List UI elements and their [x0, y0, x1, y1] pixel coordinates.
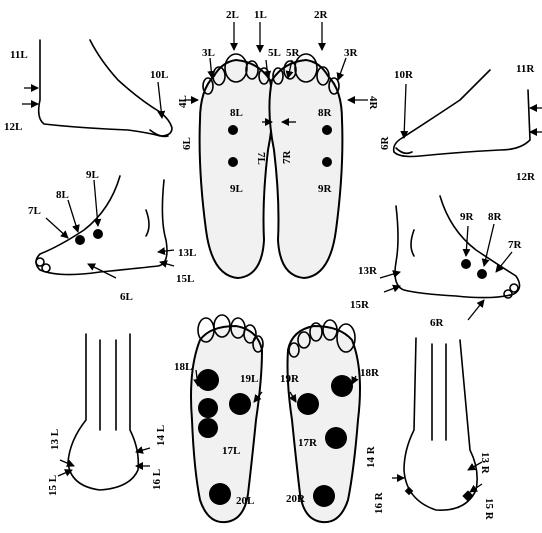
dorsal-feet-view: 2L 1L 2R 3L 5L 5R 3R 4L 4R 8L 8R 6L 6R 7…: [177, 9, 391, 278]
label-6R: 6R: [430, 317, 445, 329]
point-19L-dot: [229, 393, 251, 415]
label-20L: 20L: [236, 495, 254, 507]
label-13R-side: 13R: [358, 265, 378, 277]
label-18R: 18R: [360, 367, 380, 379]
label-2R: 2R: [314, 9, 329, 21]
label-9L: 9L: [86, 169, 99, 181]
point-8R-dot: [322, 125, 332, 135]
right-foot-lateral-view: 10R 11R 12R: [394, 63, 542, 183]
label-4L: 4L: [177, 95, 189, 108]
point-18R-dot: [331, 375, 353, 397]
left-foot-medial-view: 7L 8L 9L 6L 13L 15L: [28, 169, 196, 303]
left-foot-lateral-view: 11L 12L 10L: [4, 40, 172, 136]
plantar-feet-view: 18L 19L 19R 18R 17L 17R 20L 20R: [174, 315, 380, 522]
label-12L: 12L: [4, 121, 22, 133]
point-19R-dot: [297, 393, 319, 415]
right-foot-medial-view: 9R 8R 7R 6R 13R 15R: [350, 196, 523, 329]
label-14L: 14 L: [155, 425, 167, 446]
label-19L: 19L: [240, 373, 258, 385]
label-13L: 13 L: [49, 429, 61, 450]
point-17L-dot: [198, 418, 218, 438]
point-9R-side-dot: [461, 259, 471, 269]
label-11L: 11L: [10, 49, 28, 61]
point-8R-side-dot: [477, 269, 487, 279]
label-9R-top: 9R: [318, 183, 333, 195]
point-9L-side-dot: [93, 229, 103, 239]
label-15R-side: 15R: [350, 299, 370, 311]
label-1L: 1L: [254, 9, 267, 21]
label-17L: 17L: [222, 445, 240, 457]
label-15L-side: 15L: [176, 273, 194, 285]
label-20R: 20R: [286, 493, 306, 505]
label-18L: 18L: [174, 361, 192, 373]
point-20L-dot: [209, 483, 231, 505]
label-2L: 2L: [226, 9, 239, 21]
label-5L: 5L: [268, 47, 281, 59]
label-8L: 8L: [56, 189, 69, 201]
label-12R: 12R: [516, 171, 536, 183]
label-9R: 9R: [460, 211, 475, 223]
label-8R: 8R: [488, 211, 503, 223]
label-15R: 15 R: [483, 498, 495, 521]
label-5R: 5R: [286, 47, 301, 59]
label-7R-top: 7R: [281, 150, 293, 165]
label-8R-top: 8R: [318, 107, 333, 119]
marker-15R: [462, 490, 473, 501]
label-15L: 15 L: [47, 475, 59, 496]
point-9L-dot: [228, 157, 238, 167]
label-11R: 11R: [516, 63, 535, 75]
label-8L-top: 8L: [230, 107, 243, 119]
point-18L-lower-dot: [198, 398, 218, 418]
label-6R-top: 6R: [379, 136, 391, 151]
label-6L-top: 6L: [181, 137, 193, 150]
label-7L: 7L: [28, 205, 41, 217]
label-10R: 10R: [394, 69, 414, 81]
point-20R-dot: [313, 485, 335, 507]
label-3R: 3R: [344, 47, 359, 59]
label-14R: 14 R: [365, 445, 377, 468]
label-4R: 4R: [367, 96, 379, 111]
label-6L: 6L: [120, 291, 133, 303]
label-3L: 3L: [202, 47, 215, 59]
label-19R: 19R: [280, 373, 300, 385]
point-9R-dot: [322, 157, 332, 167]
point-17R-dot: [325, 427, 347, 449]
right-heel-view: 14 R 16 R 13 R 15 R: [365, 338, 495, 521]
label-13R: 13 R: [479, 452, 491, 475]
label-13L-side: 13L: [178, 247, 196, 259]
label-16R: 16 R: [373, 491, 385, 514]
label-17R: 17R: [298, 437, 318, 449]
label-7R: 7R: [508, 239, 523, 251]
label-10L: 10L: [150, 69, 168, 81]
left-heel-view: 13 L 15 L 14 L 16 L: [47, 334, 167, 496]
label-16L: 16 L: [151, 469, 163, 490]
label-9L-top: 9L: [230, 183, 243, 195]
point-8L-dot: [228, 125, 238, 135]
point-18L-dot: [197, 369, 219, 391]
label-7L-top: 7L: [255, 152, 267, 165]
point-8L-side-dot: [75, 235, 85, 245]
